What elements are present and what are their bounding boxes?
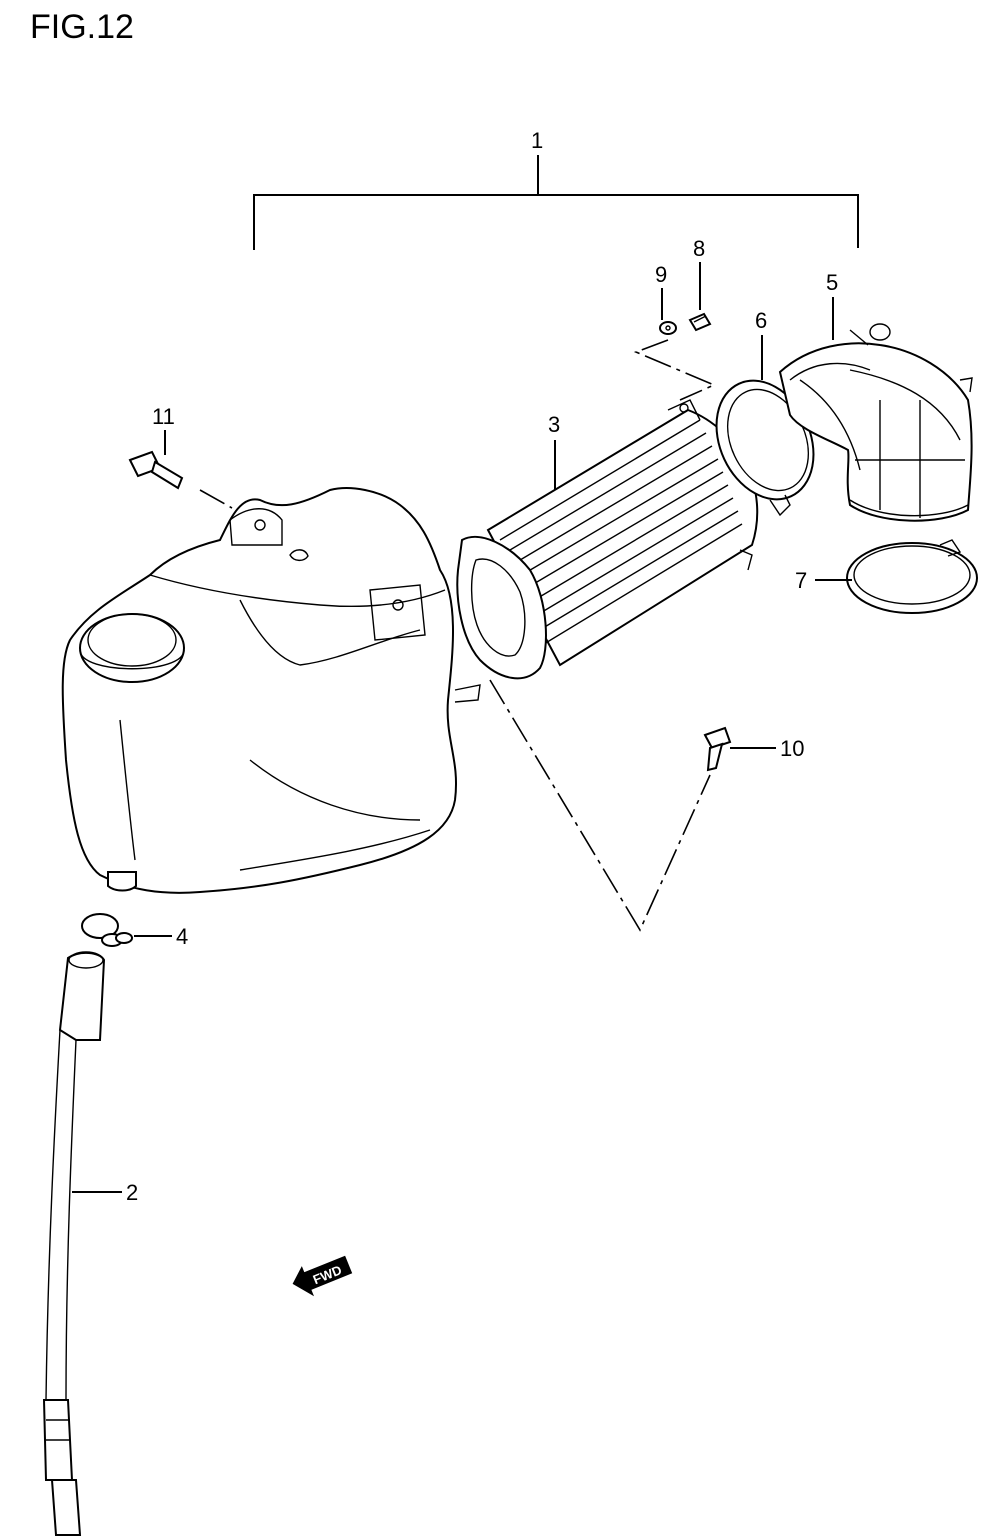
assembly-bracket — [253, 155, 859, 250]
callout-7: 7 — [795, 568, 807, 593]
callout-1: 1 — [531, 128, 543, 153]
air-cleaner-case — [61, 487, 481, 894]
air-cleaner-element — [456, 399, 759, 680]
leader-lines — [72, 262, 852, 1193]
callout-2: 2 — [126, 1180, 138, 1205]
callout-labels: 1 2 3 4 5 6 7 8 9 10 11 — [126, 128, 838, 1205]
case-cap — [79, 613, 185, 683]
clamp-7 — [846, 539, 978, 614]
callout-3: 3 — [548, 412, 560, 437]
figure-title: FIG.12 — [30, 8, 134, 46]
plug-4 — [81, 913, 133, 947]
outlet-duct — [778, 323, 973, 522]
callout-11: 11 — [152, 404, 175, 429]
drain-hose — [42, 951, 106, 1536]
assembly-guide-lines — [199, 339, 717, 932]
callout-6: 6 — [755, 308, 767, 333]
callout-9: 9 — [655, 262, 667, 287]
washer-9 — [659, 321, 677, 335]
bolt-10 — [703, 726, 732, 772]
bolt-11 — [128, 450, 184, 490]
fwd-label: FWD — [311, 1262, 344, 1287]
fwd-arrow-icon: FWD — [292, 1255, 353, 1297]
callout-4: 4 — [176, 924, 188, 949]
screw-8 — [688, 312, 712, 332]
callout-8: 8 — [693, 236, 705, 261]
callout-10: 10 — [780, 736, 804, 761]
callout-5: 5 — [826, 270, 838, 295]
